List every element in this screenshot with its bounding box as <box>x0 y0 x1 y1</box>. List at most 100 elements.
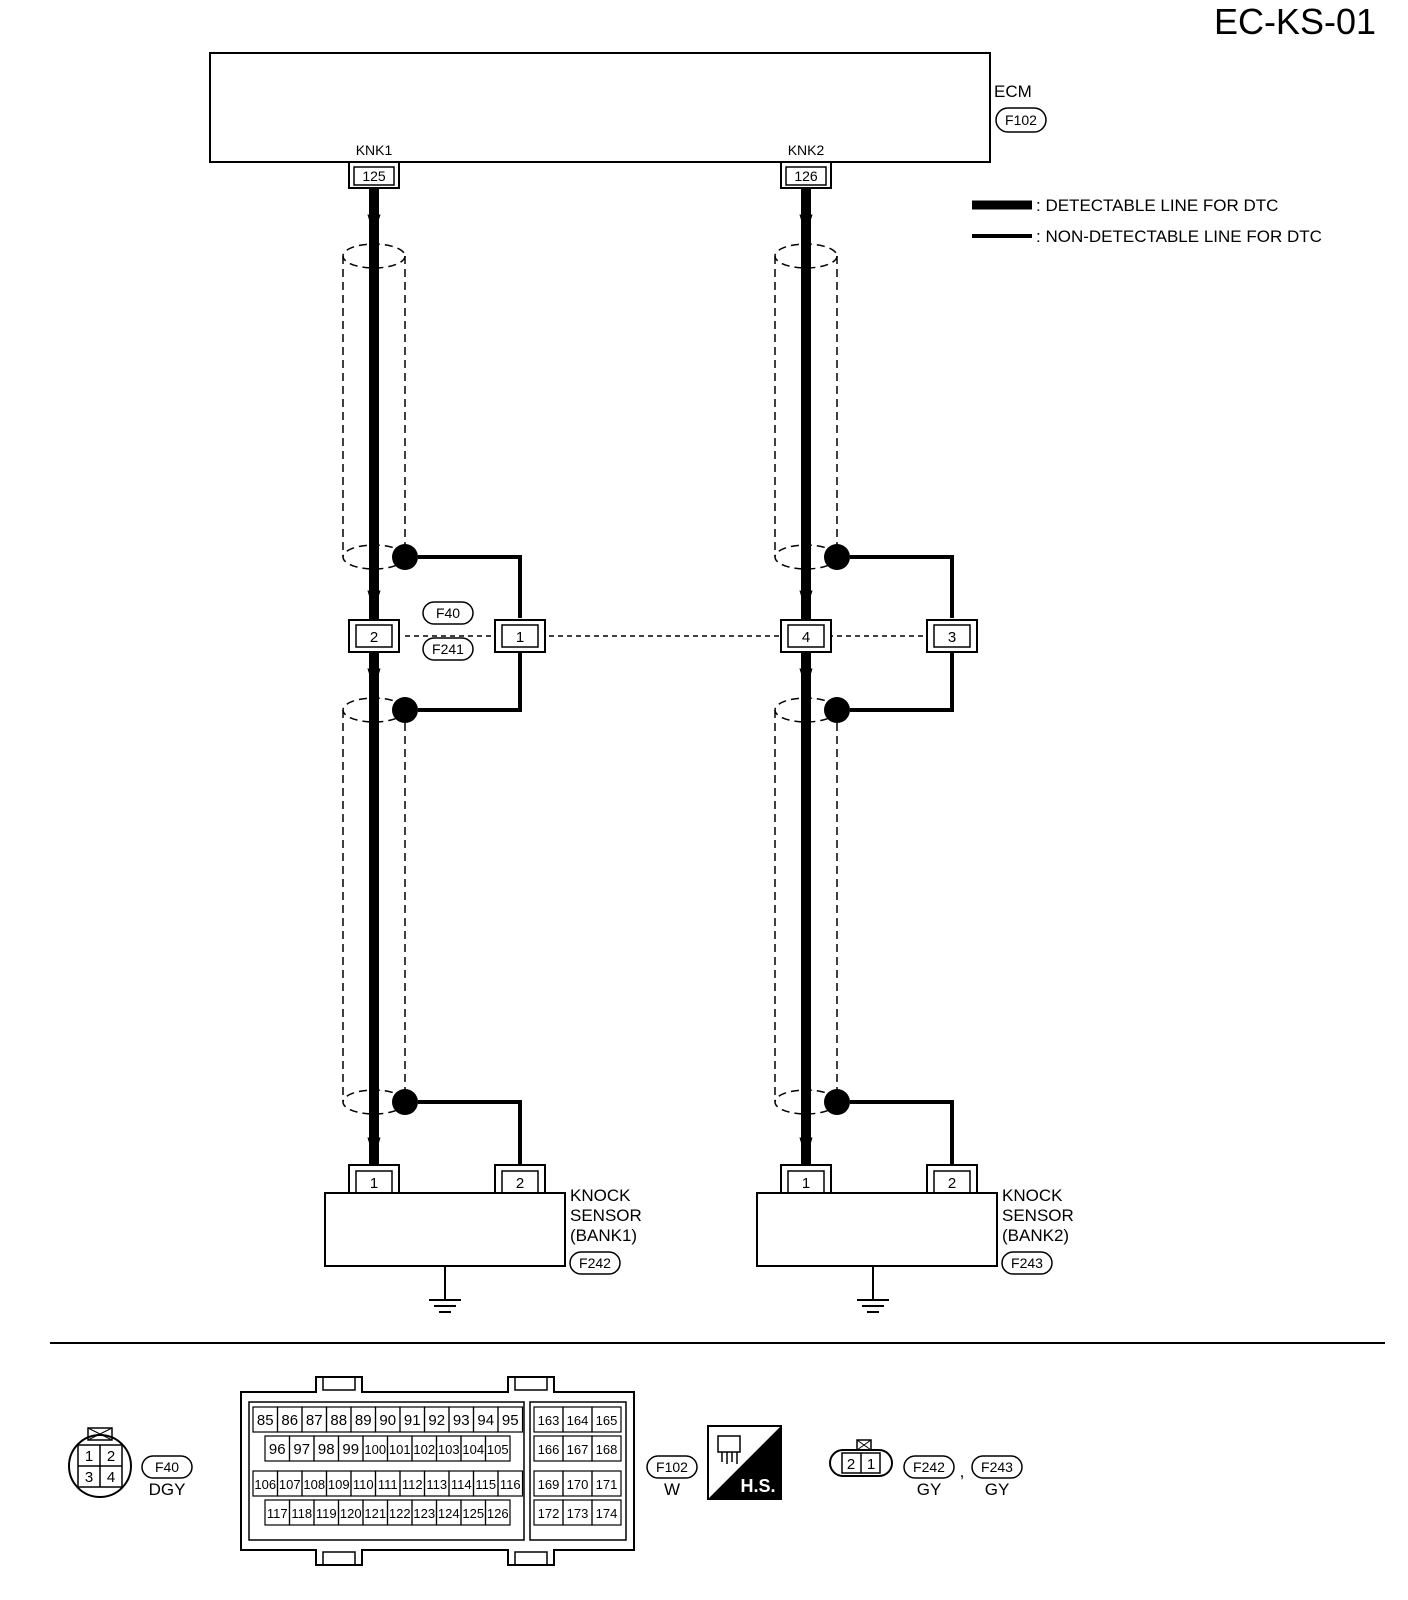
pin-cell: 116 <box>497 1470 524 1497</box>
shield-drain-wire <box>418 555 522 618</box>
svg-text:114: 114 <box>451 1477 472 1492</box>
svg-text:87: 87 <box>306 1412 323 1429</box>
junction-connector-tag-f40: F40 <box>422 601 474 625</box>
svg-text:125: 125 <box>462 1506 484 1521</box>
svg-text:110: 110 <box>353 1477 374 1492</box>
connector-glyph-icon <box>717 1435 741 1453</box>
svg-text:93: 93 <box>453 1412 470 1429</box>
junction-connector-tag-f241: F241 <box>422 637 474 661</box>
ecm-pin-126: 126 <box>780 162 832 189</box>
svg-text:2: 2 <box>948 1175 956 1192</box>
junction-pin-4: 4 <box>780 619 832 653</box>
svg-text:99: 99 <box>342 1441 359 1458</box>
svg-text:1: 1 <box>370 1175 378 1192</box>
svg-text:(BANK2): (BANK2) <box>1002 1226 1069 1245</box>
pin-cell: 165 <box>591 1406 622 1433</box>
circuit-bank2: W W W W <box>774 188 954 1165</box>
legend-detectable-text: : DETECTABLE LINE FOR DTC <box>1036 196 1278 215</box>
svg-text:122: 122 <box>389 1506 411 1521</box>
svg-text:91: 91 <box>404 1412 421 1429</box>
svg-text:4: 4 <box>802 629 810 646</box>
svg-text:165: 165 <box>596 1413 618 1428</box>
svg-text:SENSOR: SENSOR <box>570 1206 642 1225</box>
svg-text:KNOCK: KNOCK <box>570 1186 631 1205</box>
svg-text:115: 115 <box>475 1477 496 1492</box>
svg-text:166: 166 <box>538 1442 560 1457</box>
svg-text:88: 88 <box>330 1412 347 1429</box>
wire-color-label: W <box>799 587 813 603</box>
svg-text:123: 123 <box>413 1506 435 1521</box>
svg-text:116: 116 <box>500 1477 521 1492</box>
pin-cell: 171 <box>591 1470 622 1497</box>
shield-ground-dot <box>392 697 418 723</box>
svg-text:92: 92 <box>428 1412 445 1429</box>
shield-ground-dot <box>392 544 418 570</box>
svg-text:2: 2 <box>847 1456 855 1473</box>
pin-cell: 126 <box>484 1499 511 1526</box>
svg-text:86: 86 <box>281 1412 298 1429</box>
svg-text:1: 1 <box>802 1175 810 1192</box>
svg-text:171: 171 <box>596 1477 618 1492</box>
wire-color-label: W <box>367 587 381 603</box>
svg-text:F242: F242 <box>579 1255 611 1271</box>
pin-cell: 105 <box>484 1435 511 1462</box>
svg-text:85: 85 <box>257 1412 274 1429</box>
svg-text:126: 126 <box>487 1506 509 1521</box>
svg-text:104: 104 <box>462 1442 484 1457</box>
svg-text:103: 103 <box>438 1442 460 1457</box>
svg-text:3: 3 <box>948 629 956 646</box>
svg-text:H.S.: H.S. <box>740 1476 775 1496</box>
svg-text:2: 2 <box>107 1448 115 1465</box>
svg-text:1: 1 <box>516 629 524 646</box>
svg-text:118: 118 <box>291 1506 312 1521</box>
wire-color-label: W <box>799 665 813 681</box>
junction-pin-1: 1 <box>494 619 546 653</box>
svg-text:F40: F40 <box>155 1459 179 1475</box>
svg-text:F243: F243 <box>1011 1255 1043 1271</box>
svg-text:106: 106 <box>254 1477 276 1492</box>
shield-ground-dot <box>824 697 850 723</box>
svg-text:117: 117 <box>267 1506 288 1521</box>
shield-drain-wire <box>850 555 954 618</box>
svg-text:109: 109 <box>328 1477 350 1492</box>
svg-text:(BANK1): (BANK1) <box>570 1226 637 1245</box>
svg-text:97: 97 <box>293 1441 310 1458</box>
shield-drain-wire <box>418 652 522 712</box>
shield-ground-dot <box>824 544 850 570</box>
ecm-connector-tag: F102 <box>995 107 1047 133</box>
svg-text:SENSOR: SENSOR <box>1002 1206 1074 1225</box>
svg-text:120: 120 <box>340 1506 362 1521</box>
svg-text:170: 170 <box>567 1477 589 1492</box>
svg-text:169: 169 <box>538 1477 560 1492</box>
svg-text:102: 102 <box>413 1442 435 1457</box>
diagram-title: EC-KS-01 <box>1214 1 1376 42</box>
svg-text:101: 101 <box>389 1442 411 1457</box>
svg-text:167: 167 <box>567 1442 589 1457</box>
svg-text:174: 174 <box>596 1506 618 1521</box>
connector-view-f40: 1 2 3 4 F40 DGY <box>68 1427 193 1499</box>
wire-color-label: W <box>367 665 381 681</box>
legend-non-detectable-text: : NON-DETECTABLE LINE FOR DTC <box>1036 227 1322 246</box>
svg-text:KNOCK: KNOCK <box>1002 1186 1063 1205</box>
svg-text:F102: F102 <box>1005 112 1037 128</box>
wire-color-label: W <box>367 1134 381 1150</box>
ground-symbol <box>857 1266 889 1313</box>
shield-ground-dot <box>824 1089 850 1115</box>
ecm-pin-label-knk1: KNK1 <box>356 142 393 158</box>
svg-text:105: 105 <box>487 1442 509 1457</box>
pin-cell: 168 <box>591 1435 622 1462</box>
svg-text:GY: GY <box>985 1480 1010 1499</box>
svg-text:F242: F242 <box>913 1459 945 1475</box>
shield-drain-wire <box>418 1100 522 1165</box>
svg-text:90: 90 <box>379 1412 396 1429</box>
svg-text:126: 126 <box>794 168 818 184</box>
svg-text:121: 121 <box>364 1506 386 1521</box>
svg-text:89: 89 <box>355 1412 372 1429</box>
svg-text:1: 1 <box>867 1456 875 1473</box>
svg-text:111: 111 <box>378 1477 398 1492</box>
svg-text:107: 107 <box>279 1477 301 1492</box>
svg-text:4: 4 <box>107 1469 115 1486</box>
pin-cell: 95 <box>497 1406 524 1433</box>
svg-text:F102: F102 <box>656 1459 688 1475</box>
